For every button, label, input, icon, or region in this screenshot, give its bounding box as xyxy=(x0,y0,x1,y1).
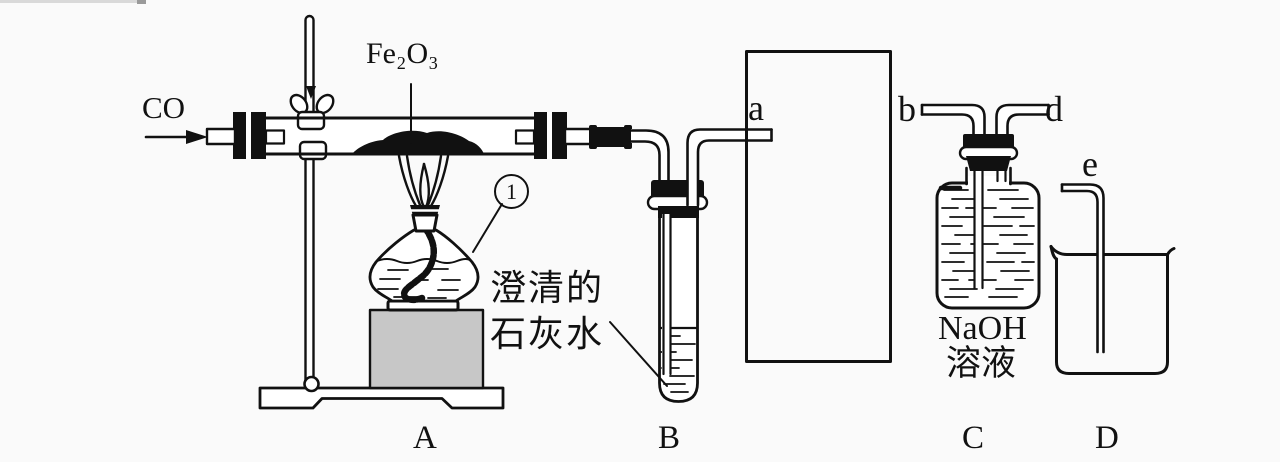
limewater-label-line2: 石灰水 xyxy=(490,314,605,354)
apparatus-d-label: D xyxy=(1095,420,1119,456)
apparatus-b-label: B xyxy=(658,420,681,456)
apparatus-a-label: A xyxy=(413,420,437,456)
stand-rod-joint xyxy=(303,375,320,393)
port-a-label: a xyxy=(748,88,764,128)
gas-inlet-tube xyxy=(205,127,237,146)
stand-base xyxy=(258,386,505,410)
beaker-rim xyxy=(1049,245,1169,256)
naoh-label-line2: 溶液 xyxy=(946,344,1017,383)
port-e-tube xyxy=(1060,183,1105,354)
inner-delivery-tube-fill xyxy=(662,214,671,374)
lamp-alcohol-surface xyxy=(376,258,472,264)
gas-outlet-stub xyxy=(514,129,536,145)
fe2o3-label: Fe₂O₃ xyxy=(366,37,439,70)
left-stopper-stripe xyxy=(246,112,251,159)
flame xyxy=(397,154,450,209)
long-tube-fill xyxy=(974,168,983,288)
apparatus-c-label: C xyxy=(962,420,985,456)
port-e-label: e xyxy=(1082,144,1098,184)
stand-rod xyxy=(304,14,315,388)
gas-inlet-stub xyxy=(264,129,286,145)
port-d-elbow xyxy=(995,103,1050,142)
test-tube-b xyxy=(646,180,709,403)
elbow-to-port-a xyxy=(686,128,773,207)
rubber-connector xyxy=(589,125,632,149)
port-b-elbow xyxy=(920,103,986,142)
callout-1-badge: 1 xyxy=(494,174,529,209)
wing-nut-tip xyxy=(306,86,316,99)
clamp-jaw-bottom xyxy=(298,140,328,161)
reaction-tube xyxy=(205,83,632,159)
long-inlet-tube xyxy=(973,166,984,290)
naoh-shading xyxy=(941,189,1035,298)
beaker-body xyxy=(1055,253,1169,375)
lamp-bulb xyxy=(368,228,480,303)
port-b-label: b xyxy=(898,89,916,129)
co-flow-arrow xyxy=(144,130,208,144)
right-stopper-stripe xyxy=(547,112,552,159)
gas-outlet-tube xyxy=(563,127,595,146)
bottle-neck xyxy=(965,166,1012,186)
bottle-stopper-lower xyxy=(966,156,1011,171)
tube-wall-overdraw xyxy=(292,116,336,156)
lamp-wick xyxy=(400,224,437,304)
beaker-d xyxy=(1049,183,1176,375)
beaker-rim-flare xyxy=(1166,247,1176,256)
stand-clamp xyxy=(289,86,336,161)
inner-delivery-tube xyxy=(662,212,672,376)
callout-1-leader-line xyxy=(472,203,503,253)
clamp-jaw-top xyxy=(296,110,326,131)
gas-washing-bottle-c xyxy=(920,103,1050,310)
scan-artifact-line xyxy=(0,0,145,3)
scan-artifact-nub xyxy=(137,0,146,4)
collection-box xyxy=(745,50,892,363)
lamp-wick-holder xyxy=(411,213,439,233)
co-label: CO xyxy=(142,90,186,125)
naoh-label-line1: NaOH xyxy=(938,310,1027,347)
elbow-to-test-tube xyxy=(629,129,670,186)
limewater-label-line1: 澄清的 xyxy=(490,268,605,308)
alcohol-lamp xyxy=(368,154,480,312)
limewater-leader-line xyxy=(609,321,668,387)
port-d-label: d xyxy=(1045,89,1063,129)
fe2o3-powder xyxy=(352,130,484,154)
support-block xyxy=(368,308,485,390)
short-tube-fill xyxy=(997,168,1006,181)
